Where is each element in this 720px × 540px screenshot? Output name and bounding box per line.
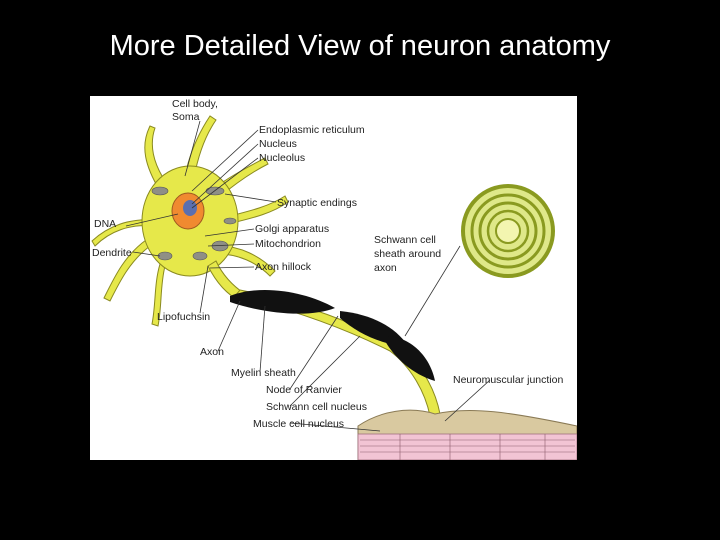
label-schwann-cell-nucleus: Schwann cell nucleus bbox=[266, 401, 367, 413]
label-leader-lines bbox=[125, 120, 491, 432]
label-synaptic-endings: Synaptic endings bbox=[277, 197, 357, 209]
label-dendrite: Dendrite bbox=[92, 247, 132, 259]
label-endoplasmic-reticulum: Endoplasmic reticulum bbox=[259, 124, 365, 136]
label-mitochondrion: Mitochondrion bbox=[255, 238, 321, 250]
myelin-segments bbox=[230, 289, 435, 381]
label-axon-hillock: Axon hillock bbox=[255, 261, 312, 273]
organelles bbox=[151, 186, 237, 261]
label-schwann-sheath-line3: axon bbox=[374, 262, 397, 274]
label-golgi-apparatus: Golgi apparatus bbox=[255, 223, 329, 235]
label-schwann-sheath-line1: Schwann cell bbox=[374, 234, 436, 246]
muscle-fiber-shape bbox=[357, 433, 577, 460]
label-dna: DNA bbox=[94, 218, 116, 230]
label-lipofuchsin: Lipofuchsin bbox=[157, 311, 210, 323]
label-axon: Axon bbox=[200, 346, 224, 358]
slide-title: More Detailed View of neuron anatomy bbox=[109, 30, 611, 62]
dendrites bbox=[91, 115, 289, 327]
muscle-striations bbox=[360, 434, 575, 460]
label-cell-body: Cell body, bbox=[172, 98, 218, 110]
label-nucleolus: Nucleolus bbox=[259, 152, 305, 164]
neuron-illustration: Cell body, Soma Endoplasmic reticulum Nu… bbox=[91, 98, 577, 460]
schwann-sheath-spiral bbox=[461, 184, 555, 278]
label-schwann-sheath-line2: sheath around bbox=[374, 248, 441, 260]
neuron-diagram: Cell body, Soma Endoplasmic reticulum Nu… bbox=[90, 96, 577, 460]
label-myelin-sheath: Myelin sheath bbox=[231, 367, 296, 379]
label-soma: Soma bbox=[172, 111, 200, 123]
label-neuromuscular-junction: Neuromuscular junction bbox=[453, 374, 563, 386]
nucleolus-shape bbox=[183, 200, 197, 216]
label-muscle-cell-nucleus: Muscle cell nucleus bbox=[253, 418, 344, 430]
label-nucleus: Nucleus bbox=[259, 138, 297, 150]
label-node-of-ranvier: Node of Ranvier bbox=[266, 384, 342, 396]
